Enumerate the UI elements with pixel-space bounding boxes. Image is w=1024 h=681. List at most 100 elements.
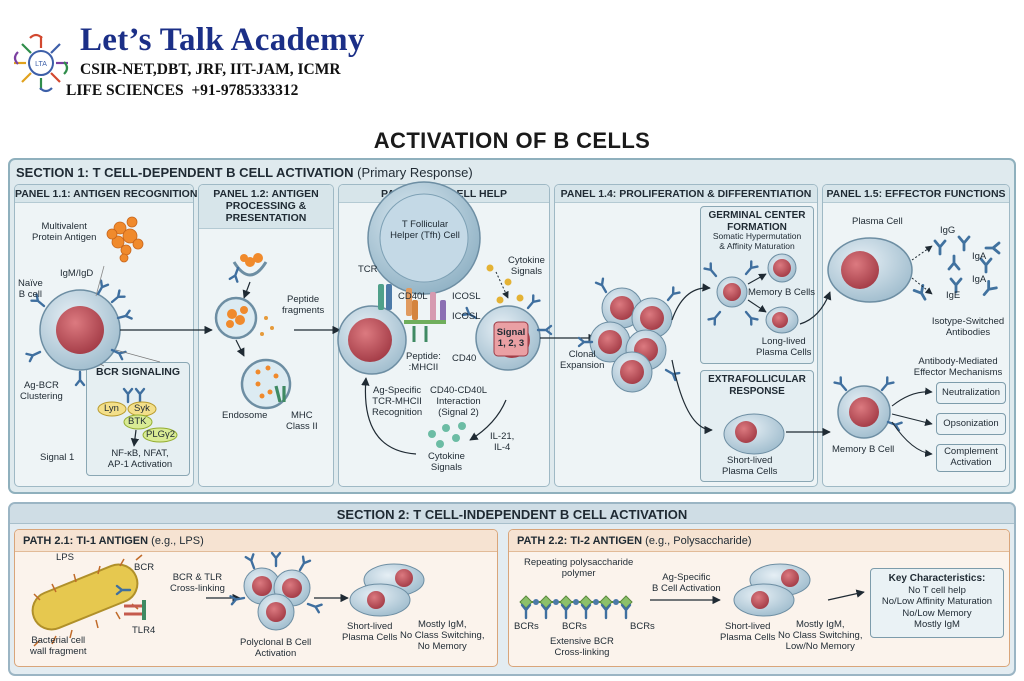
mhc-class-ii-label: MHC Class II	[286, 410, 318, 432]
iga-label-2: IgA	[972, 274, 987, 285]
icosl-label: ICOSL	[452, 311, 481, 322]
page-title: ACTIVATION OF B CELLS	[373, 128, 651, 153]
cytokine-dots-bottom	[428, 422, 466, 448]
ti2-plasma-cells-icon	[733, 563, 811, 617]
svg-text:LTA: LTA	[35, 61, 47, 68]
ag-bcr-clustering-label: Ag-BCR Clustering	[20, 380, 63, 402]
repeating-polymer-label: Repeating polysaccharide polymer	[524, 557, 634, 579]
memory-b-cells-label: Memory B Cells	[748, 287, 816, 298]
gc-title: GERMINAL CENTER FORMATION	[708, 210, 806, 233]
crosslinking-label: BCR & TLR Cross-linking	[170, 572, 225, 594]
ige-label: IgE	[946, 290, 961, 301]
bcrs-label-2: BCRs	[562, 621, 587, 632]
bcr-label: BCR	[134, 562, 155, 573]
polyclonal-cells-icon	[229, 551, 323, 631]
tfh-cell-icon	[367, 181, 481, 295]
il-label: IL-21, IL-4	[490, 431, 515, 453]
extrafollicular-box	[700, 370, 814, 482]
cytokine-signals-bottom-label: Cytokine Signals	[428, 451, 465, 473]
cd40-label: CD40	[452, 353, 477, 364]
syk-label: Syk	[134, 403, 150, 414]
section-2-header-bar	[10, 504, 1014, 524]
cd40l-label: CD40L	[398, 291, 428, 302]
bcrs-label-3: BCRs	[630, 621, 655, 632]
tlr4-label: TLR4	[132, 625, 156, 636]
peptide-fragments-icon	[260, 316, 274, 336]
key-item: No T cell help	[908, 585, 966, 596]
effector-mechanisms-label: Antibody-Mediated Effector Mechanisms	[913, 356, 1003, 378]
complement-box: Complement Activation	[936, 444, 1006, 472]
plasma-cell-icon	[827, 237, 913, 303]
zoom-line	[99, 349, 161, 367]
bcr-tlr4-icon	[115, 584, 146, 620]
ti2-mostly-igm-label: Mostly IgM, No Class Switching, Low/No M…	[778, 619, 863, 652]
brand-contact: LIFE SCIENCES +91-9785333312	[66, 82, 299, 99]
polysaccharide-polymer-icon	[519, 595, 633, 620]
path-2-1-header: PATH 2.1: TI-1 ANTIGEN (e.g., LPS)	[15, 530, 497, 552]
opsonization-box: Opsonization	[936, 413, 1006, 435]
short-lived-plasma-icon	[723, 413, 785, 455]
ti1-mostly-igm-label: Mostly IgM, No Class Switching, No Memor…	[400, 619, 485, 652]
cytokine-signals-top-label: Cytokine Signals	[508, 255, 545, 277]
panel-1-2-header: PANEL 1.2: ANTIGEN PROCESSING & PRESENTA…	[199, 185, 333, 229]
btk-label: BTK	[128, 416, 147, 427]
clonal-expansion-label: Clonal Expansion	[560, 349, 605, 371]
gc-subtitle: Somatic Hypermutation & Affinity Maturat…	[712, 231, 802, 251]
panel-1-1-header: PANEL 1.1: ANTIGEN RECOGNITION	[15, 185, 197, 203]
path-2-1-note: (e.g., LPS)	[151, 535, 204, 547]
plcg2-label: PLGγ2	[146, 429, 176, 440]
isotype-switched-label: Isotype-Switched Antibodies	[931, 316, 1005, 338]
signal-1-label: Signal 1	[40, 452, 75, 463]
long-lived-plasma-icon	[765, 306, 799, 334]
long-lived-plasma-label: Long-lived Plasma Cells	[756, 336, 812, 358]
tfh-label: T Follicular Helper (Tfh) Cell	[390, 219, 460, 241]
bcr-pair-icon	[122, 387, 146, 404]
igg-label: IgG	[940, 225, 956, 236]
path-2-2-header: PATH 2.2: TI-2 ANTIGEN (e.g., Polysaccha…	[509, 530, 1009, 552]
polyclonal-label: Polyclonal B Cell Activation	[240, 637, 312, 659]
memory-b-cell-effector-icon	[833, 376, 903, 439]
naive-b-cell-label: Naïve B cell	[18, 278, 43, 300]
ag-specific-recognition-label: Ag-Specific TCR-MHCII Recognition	[372, 385, 423, 418]
ti1-plasma-cells-icon	[349, 563, 425, 617]
key-characteristics-box: Key Characteristics: No T cell help No/L…	[870, 568, 1004, 638]
nfkb-label: NF-κB, NFAT, AP-1 Activation	[107, 448, 173, 470]
key-item: No/Low Memory	[902, 607, 972, 619]
plasma-cell-label: Plasma Cell	[852, 216, 903, 227]
signaling-molecules	[97, 401, 178, 443]
lyn-label: Lyn	[104, 403, 119, 414]
panel-1-4-header: PANEL 1.4: PROLIFERATION & DIFFERENTIATI…	[555, 185, 817, 203]
icosl-top-label: ICOSL	[452, 291, 481, 302]
bcrs-label-1: BCRs	[514, 621, 539, 632]
ag-specific-activation-label: Ag-Specific B Cell Activation	[652, 572, 721, 594]
memory-b-cell-label: Memory B Cell	[832, 444, 895, 455]
section-1-title: SECTION 1: T CELL-DEPENDENT B CELL ACTIV…	[16, 165, 473, 180]
panel-1-5-header: PANEL 1.5: EFFECTOR FUNCTIONS	[823, 185, 1009, 203]
peptide-fragments-label: Peptide fragments	[282, 294, 325, 316]
section-1-heading: SECTION 1: T CELL-DEPENDENT B CELL ACTIV…	[16, 165, 354, 180]
phagosome-icon	[214, 296, 258, 340]
b-cell-presenting-icon	[337, 305, 407, 375]
short-lived-plasma-label: Short-lived Plasma Cells	[722, 455, 778, 477]
panel-antigen-processing: PANEL 1.2: ANTIGEN PROCESSING & PRESENTA…	[198, 184, 334, 487]
brand-title: Let’s Talk Academy	[80, 22, 365, 58]
path-2-2-title: PATH 2.2: TI-2 ANTIGEN	[517, 535, 643, 547]
tcr-label: TCR	[358, 264, 378, 275]
brand-logo: LTA	[6, 28, 76, 98]
ti2-short-lived-label: Short-lived Plasma Cells	[720, 621, 776, 643]
path-2-1-title: PATH 2.1: TI-1 ANTIGEN	[23, 535, 149, 547]
signal-cell-icon	[461, 294, 553, 371]
dna-logo-icon: LTA	[13, 33, 69, 93]
antigen-label: Multivalent Protein Antigen	[32, 221, 97, 243]
bacterium-icon	[31, 554, 143, 647]
clonal-cluster-icon	[577, 277, 681, 393]
iga-label-1: IgA	[972, 251, 987, 262]
signal-123-label: Signal 1, 2, 3	[496, 327, 526, 349]
section-1-subtitle: (Primary Response)	[357, 165, 473, 180]
bacterial-label: Bacterial cell wall fragment	[30, 635, 87, 657]
lps-label: LPS	[56, 552, 74, 563]
antigen-cluster-icon	[106, 216, 144, 263]
key-characteristics-title: Key Characteristics:	[888, 573, 986, 584]
key-item: Mostly IgM	[914, 619, 960, 631]
